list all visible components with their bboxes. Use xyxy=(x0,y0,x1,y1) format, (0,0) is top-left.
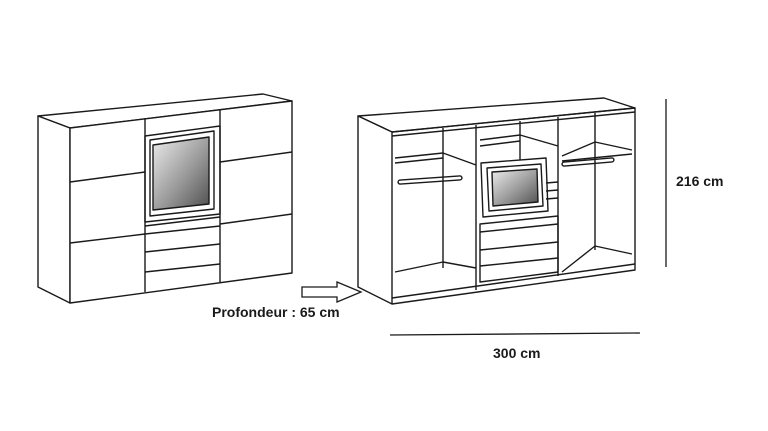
closed-right-joint-2 xyxy=(219,213,293,225)
height-label: 216 cm xyxy=(676,173,724,189)
width-label: 300 cm xyxy=(493,345,541,361)
closed-drawer-line-1 xyxy=(144,216,221,227)
open-side-face xyxy=(357,115,393,305)
open-rail-right xyxy=(561,157,615,167)
closed-side-face xyxy=(37,115,71,304)
open-front-outline xyxy=(391,107,636,305)
dimension-marks xyxy=(301,99,667,336)
closed-left-joint-1 xyxy=(69,171,146,183)
open-mirror-frame-inner xyxy=(486,163,544,212)
depth-label: Profondeur : 65 cm xyxy=(212,304,340,320)
open-side-shelf-3 xyxy=(545,197,559,200)
closed-drawer-line-3 xyxy=(144,243,221,253)
arrow-right-icon xyxy=(301,281,363,303)
closed-drawer-line-2 xyxy=(144,225,221,235)
open-floor-right xyxy=(561,245,633,273)
open-wardrobe xyxy=(357,97,636,305)
closed-wardrobe xyxy=(37,93,293,304)
closed-drawer-line-4 xyxy=(144,263,221,273)
open-shelf-right xyxy=(561,141,633,157)
open-shelf-left xyxy=(394,152,477,166)
closed-mirror-frame-inner xyxy=(149,130,215,217)
closed-right-joint-1 xyxy=(219,151,293,163)
open-shelf-center xyxy=(479,134,559,147)
open-rail-left xyxy=(397,175,463,185)
open-drawer-line-1 xyxy=(479,223,559,233)
open-shelf-center-front xyxy=(479,140,521,147)
closed-mirror xyxy=(152,136,210,211)
open-side-shelf-1 xyxy=(545,181,559,184)
open-mirror xyxy=(491,168,539,207)
open-shelf-right-front xyxy=(561,153,633,162)
open-drawer-line-2 xyxy=(479,241,559,251)
open-bottom-thickness xyxy=(391,263,636,299)
closed-left-joint-2 xyxy=(69,233,146,244)
open-top-face xyxy=(357,97,636,133)
open-side-shelf-2 xyxy=(545,189,559,192)
closed-mirror-frame xyxy=(144,125,221,223)
open-drawer-block xyxy=(479,215,559,283)
open-shelf-left-front xyxy=(394,157,444,164)
open-drawer-line-3 xyxy=(479,257,559,267)
width-dimension-line xyxy=(389,332,641,336)
open-floor-left xyxy=(394,261,477,273)
